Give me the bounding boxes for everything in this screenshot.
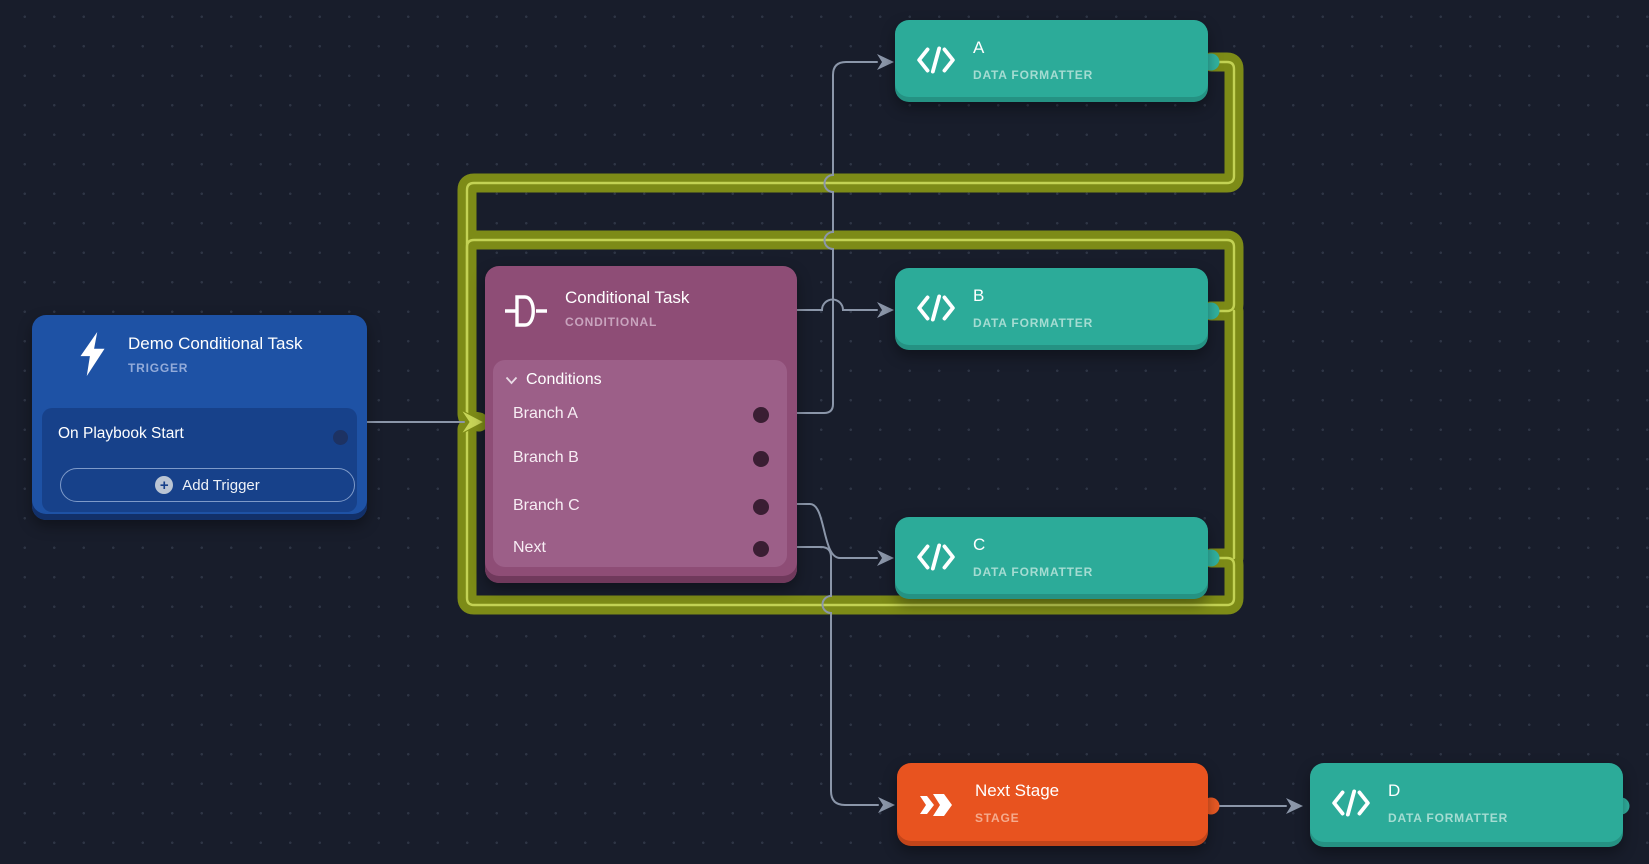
branch-port[interactable]	[753, 541, 769, 557]
node-title: Next Stage	[975, 781, 1060, 800]
lightning-bolt-icon	[80, 332, 105, 376]
branch-row-c[interactable]: Branch C	[493, 492, 787, 524]
node-title: D	[1388, 781, 1401, 800]
branch-label: Branch A	[513, 405, 578, 422]
branch-label: Branch B	[513, 449, 579, 466]
trigger-node[interactable]: Demo Conditional Task TRIGGER On Playboo…	[32, 315, 367, 520]
node-type-label: STAGE	[975, 811, 1020, 825]
code-brackets-icon	[917, 543, 955, 571]
branch-row-b[interactable]: Branch B	[493, 444, 787, 476]
node-type-label: CONDITIONAL	[565, 315, 658, 329]
trigger-row-label[interactable]: On Playbook Start	[58, 425, 184, 442]
node-title: B	[973, 286, 985, 305]
node-b[interactable]: B DATA FORMATTER	[895, 268, 1208, 350]
plus-circle-icon: +	[155, 476, 174, 494]
node-type-label: DATA FORMATTER	[973, 68, 1094, 82]
node-type-label: DATA FORMATTER	[973, 316, 1094, 330]
branch-row-next[interactable]: Next	[493, 534, 787, 566]
conditions-section-label: Conditions	[526, 371, 602, 388]
conditions-panel: Conditions Branch A Branch B Branch C Ne…	[493, 360, 787, 567]
trigger-panel: On Playbook Start + Add Trigger	[42, 408, 357, 512]
node-title: Demo Conditional Task	[128, 334, 303, 353]
node-type-label: TRIGGER	[128, 361, 189, 375]
logic-gate-icon	[505, 295, 547, 327]
next-stage-node[interactable]: Next Stage STAGE	[897, 763, 1208, 846]
code-brackets-icon	[917, 294, 955, 322]
node-type-label: DATA FORMATTER	[973, 565, 1094, 579]
branch-label: Branch C	[513, 497, 580, 514]
branch-port[interactable]	[753, 407, 769, 423]
chevron-down-icon	[505, 376, 518, 384]
wire-arrowheads	[877, 54, 1303, 814]
highlight-input-arrowhead	[460, 409, 486, 435]
branch-row-a[interactable]: Branch A	[493, 400, 787, 432]
output-ports[interactable]	[1202, 53, 1630, 815]
node-title: A	[973, 38, 985, 57]
node-c[interactable]: C DATA FORMATTER	[895, 517, 1208, 599]
code-brackets-icon	[1332, 789, 1370, 817]
node-a[interactable]: A DATA FORMATTER	[895, 20, 1208, 102]
branch-port[interactable]	[753, 451, 769, 467]
conditional-node[interactable]: Conditional Task CONDITIONAL Conditions …	[485, 266, 797, 583]
wires-gray	[366, 61, 1287, 807]
branch-label: Next	[513, 539, 546, 556]
node-type-label: DATA FORMATTER	[1388, 811, 1509, 825]
node-d[interactable]: D DATA FORMATTER	[1310, 763, 1623, 847]
trigger-row-port[interactable]	[333, 430, 348, 445]
double-chevron-icon	[920, 794, 952, 816]
add-trigger-label: Add Trigger	[182, 476, 260, 494]
node-title: C	[973, 535, 986, 554]
node-title: Conditional Task	[565, 288, 690, 307]
branch-port[interactable]	[753, 499, 769, 515]
conditions-section-toggle[interactable]: Conditions	[505, 368, 602, 392]
add-trigger-button[interactable]: + Add Trigger	[60, 468, 355, 502]
code-brackets-icon	[917, 46, 955, 74]
